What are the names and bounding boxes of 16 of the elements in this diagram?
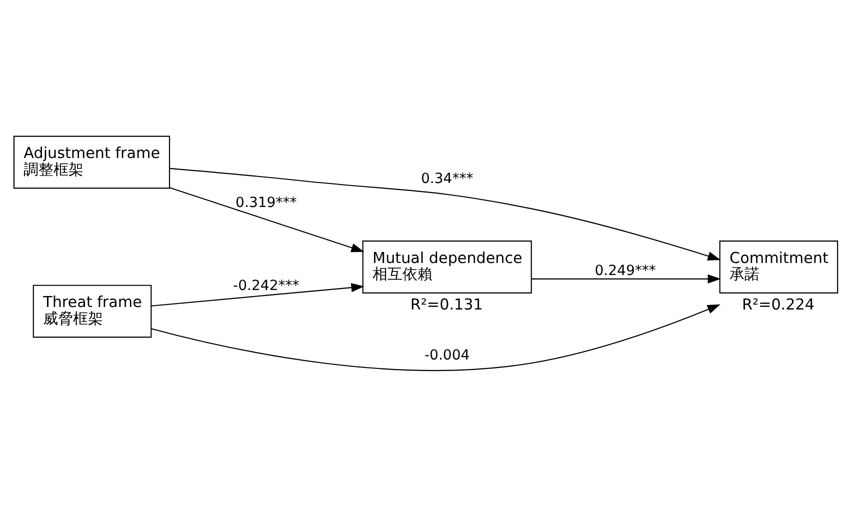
edge-label: 0.319*** xyxy=(236,194,297,210)
edge-label: -0.004 xyxy=(424,346,470,363)
edge-label: -0.242*** xyxy=(233,278,300,294)
arrow xyxy=(150,304,720,370)
node-box: Adjustment frame 調整框架 xyxy=(13,135,170,188)
node-label: R²=0.131 xyxy=(410,294,483,313)
node-box: Commitment 承諾 xyxy=(719,240,838,293)
arrow xyxy=(170,167,721,260)
node-box: Threat frame 威脅框架 xyxy=(32,284,152,338)
arrow xyxy=(150,282,364,306)
edge-label: 0.249*** xyxy=(594,262,656,279)
arrow xyxy=(170,186,364,252)
edge-label: 0.34*** xyxy=(420,170,474,187)
node-box: Mutual dependence 相互依賴 xyxy=(362,240,532,293)
node-label: R²=0.224 xyxy=(742,294,814,313)
arrow xyxy=(532,274,721,283)
